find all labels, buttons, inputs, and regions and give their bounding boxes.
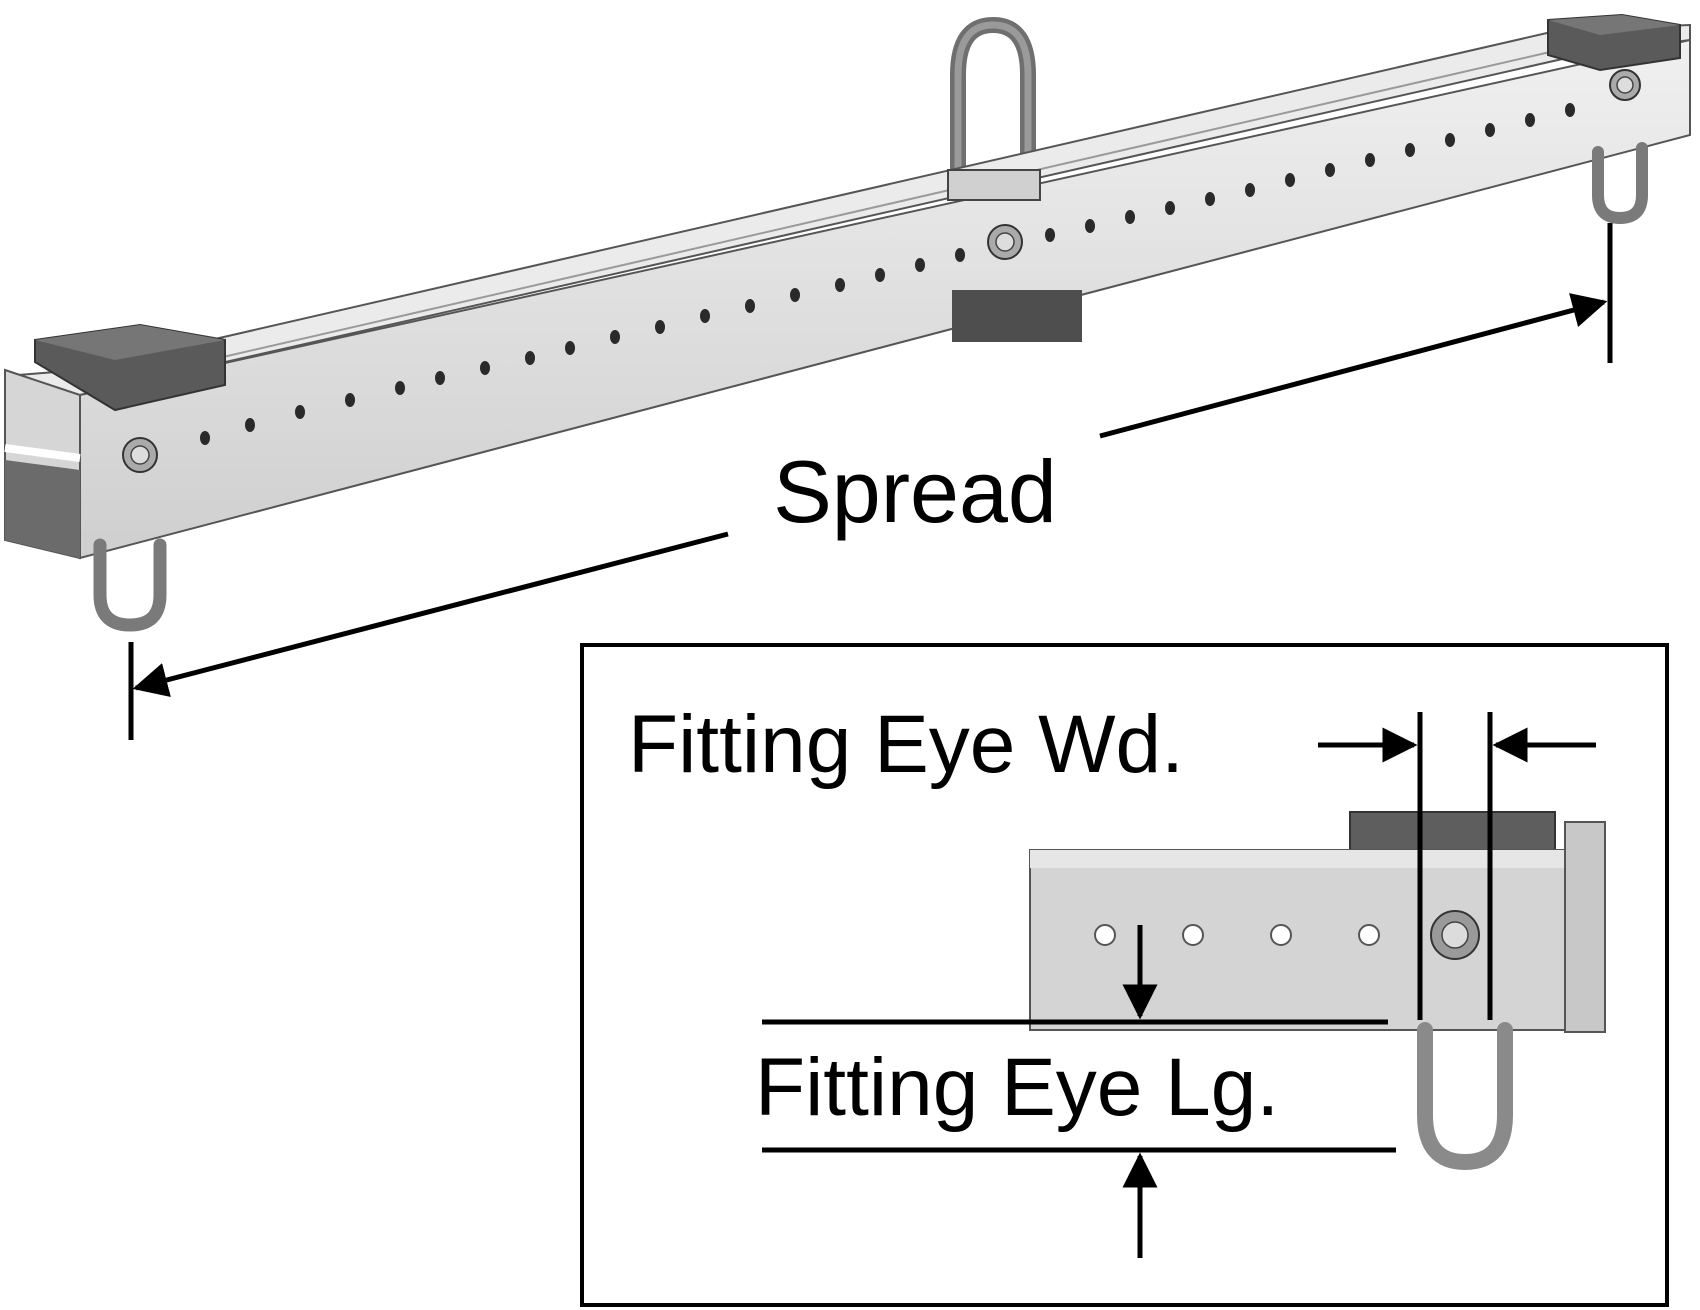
- inset-bolt: [1430, 910, 1480, 960]
- detail-inset: Fitting Eye Wd. Fitting Eye Lg.: [580, 643, 1669, 1307]
- spread-label: Spread: [773, 442, 1057, 541]
- fitting-eye-width-label: Fitting Eye Wd.: [628, 699, 1184, 790]
- fitting-eye-left: [93, 538, 167, 632]
- inset-fitting-eye: [1417, 1022, 1513, 1171]
- fitting-eye-width-dimension: Fitting Eye Wd.: [628, 699, 1596, 1020]
- spread-arrow-left: [132, 531, 729, 698]
- fitting-eye-length-label: Fitting Eye Lg.: [755, 1042, 1279, 1133]
- spreader-bar: [4, 13, 1691, 632]
- inset-holes: [1094, 924, 1380, 946]
- bolt-center: [987, 224, 1023, 260]
- spread-dimension: Spread: [128, 223, 1613, 740]
- spread-arrow-right: [1099, 293, 1608, 439]
- center-bail-bracket: [947, 169, 1041, 201]
- inset-top-pad: [1349, 811, 1556, 851]
- fitting-eye-right: [1592, 142, 1648, 225]
- bottom-pad: [952, 290, 1082, 342]
- inset-end-cap: [1564, 821, 1606, 1033]
- bolt-left: [122, 437, 158, 473]
- beam-hole-row: [200, 103, 1575, 445]
- fitting-eye-length-dimension: Fitting Eye Lg.: [755, 925, 1396, 1258]
- bolt-right: [1609, 69, 1641, 101]
